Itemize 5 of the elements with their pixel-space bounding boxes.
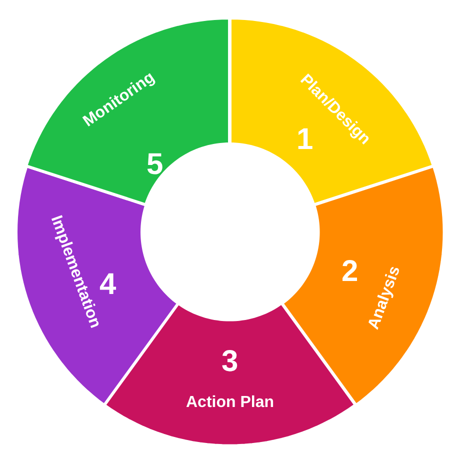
step-number: 4 — [100, 268, 116, 302]
step-number: 5 — [146, 148, 164, 182]
step-number: 3 — [221, 344, 238, 379]
step-label: Action Plan — [186, 394, 274, 412]
step-number: 2 — [341, 254, 358, 289]
